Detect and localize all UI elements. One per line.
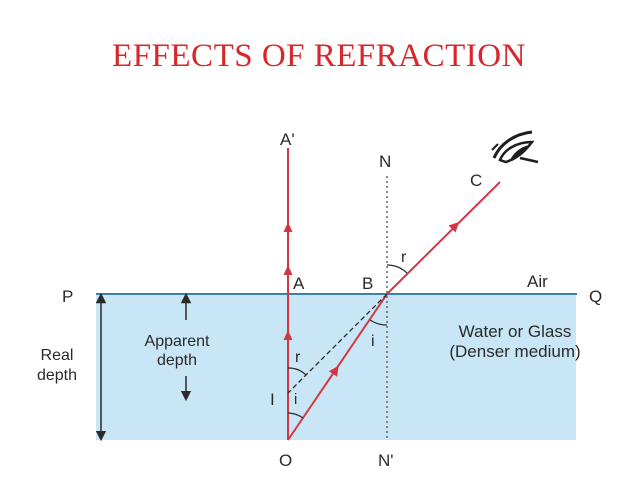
- label-a-prime: A': [280, 130, 295, 149]
- water-region: [96, 294, 576, 440]
- label-air: Air: [527, 272, 548, 291]
- incident-ray-arrow: [328, 365, 339, 377]
- ray-arrow-up-1: [283, 222, 293, 232]
- ray-arrow-up-2: [283, 265, 293, 275]
- label-water-2: (Denser medium): [449, 342, 580, 361]
- page-title: EFFECTS OF REFRACTION: [112, 38, 526, 74]
- label-p: P: [62, 287, 73, 306]
- label-a: A: [293, 274, 305, 293]
- eye-icon: [491, 130, 539, 164]
- label-q: Q: [589, 287, 602, 306]
- label-i-point: I: [270, 390, 275, 409]
- label-n-prime: N': [378, 451, 394, 470]
- virtual-ray: [287, 293, 388, 394]
- angle-arc-i-right: [369, 319, 388, 326]
- angle-arc-r-bottom: [287, 367, 307, 376]
- label-o: O: [279, 451, 292, 470]
- label-real-depth-2: depth: [37, 367, 77, 384]
- label-i-bottom: i: [294, 391, 297, 408]
- label-n: N: [379, 152, 391, 171]
- angle-arc-i-bottom: [287, 412, 304, 419]
- label-apparent-depth-2: depth: [157, 352, 197, 369]
- label-b: B: [362, 274, 373, 293]
- label-real-depth-1: Real: [41, 347, 74, 364]
- label-water-1: Water or Glass: [459, 322, 572, 341]
- label-apparent-depth-1: Apparent: [145, 333, 210, 350]
- label-r-top: r: [401, 249, 407, 266]
- label-i-right: i: [371, 333, 375, 350]
- label-c: C: [470, 171, 482, 190]
- ray-arrow-up-3: [283, 330, 293, 340]
- refracted-ray-arrow: [448, 221, 460, 233]
- refracted-ray: [386, 181, 501, 295]
- angle-arc-r-top: [386, 264, 408, 274]
- label-r-bottom: r: [295, 349, 301, 366]
